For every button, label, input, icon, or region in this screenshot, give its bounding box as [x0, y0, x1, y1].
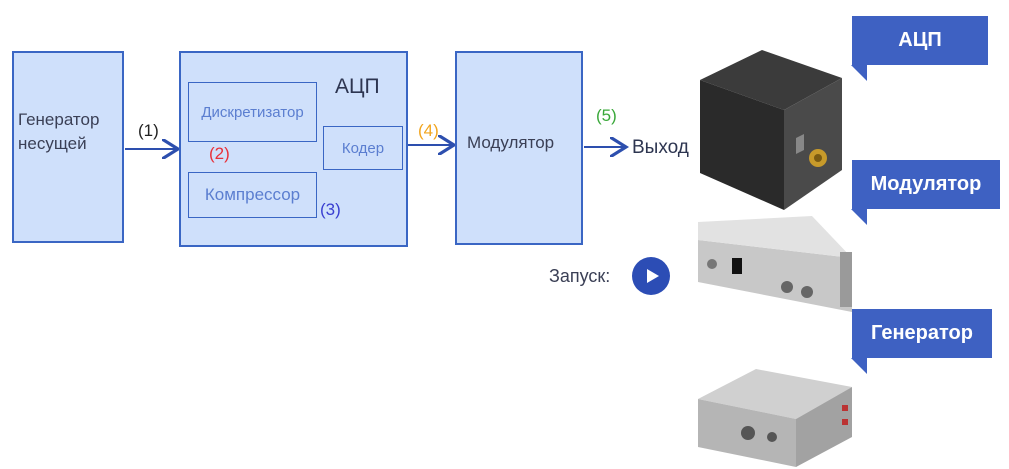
signal-2: (2) [209, 144, 230, 163]
adc-device-image [700, 50, 842, 210]
generator-label: Генератор несущей [18, 110, 100, 153]
tag-modulator-label: Модулятор [870, 173, 982, 195]
signal-5: (5) [596, 106, 617, 125]
modulator-label: Модулятор [467, 133, 555, 152]
signal-4: (4) [418, 121, 439, 140]
coder-label: Кодер [341, 139, 385, 157]
tag-adc-label: АЦП [898, 29, 942, 51]
modulator-device-image [698, 216, 852, 312]
generator-device-image [698, 369, 852, 467]
generator-block [12, 51, 124, 243]
play-icon [647, 269, 659, 283]
compressor-label: Компрессор [204, 185, 301, 204]
adc-block [179, 51, 408, 247]
tag-modulator: Модулятор [851, 160, 1000, 225]
modulator-block [455, 51, 583, 245]
sampler-label: Дискретизатор [201, 103, 304, 121]
output-label: Выход [632, 137, 689, 158]
adc-title: АЦП [335, 75, 380, 98]
signal-3: (3) [320, 200, 341, 219]
signal-1: (1) [138, 121, 159, 140]
coder-box: Кодер [323, 126, 403, 170]
compressor-box: Компрессор [188, 172, 317, 218]
launch-button[interactable] [632, 257, 670, 295]
tag-generator: Генератор [851, 309, 992, 374]
tag-generator-label: Генератор [871, 322, 973, 344]
sampler-box: Дискретизатор [188, 82, 317, 142]
tag-adc: АЦП [851, 16, 988, 81]
launch-label: Запуск: [549, 266, 611, 286]
